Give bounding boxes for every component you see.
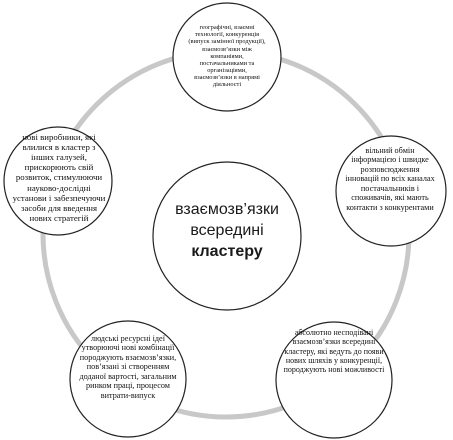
center-label-line3: кластеру (191, 242, 263, 260)
center-label: взаємозв’язки всередині кластеру (164, 200, 290, 262)
node-text-top: географічні, взаємні технології, конкуре… (188, 24, 266, 89)
node-text-bottom-left: людські ресурсні ідеї утворюючі нові ком… (79, 334, 177, 400)
center-label-line2: всередині (190, 221, 264, 239)
center-label-line1: взаємозв’язки (175, 201, 279, 218)
node-text-left: нові виробники, які влилися в кластер з … (12, 132, 106, 223)
node-text-right: вільний обмін інформацією і швидке розпо… (345, 146, 435, 212)
node-text-bottom-right: абсолютно несподівані взаємозв’язки всер… (283, 328, 385, 375)
